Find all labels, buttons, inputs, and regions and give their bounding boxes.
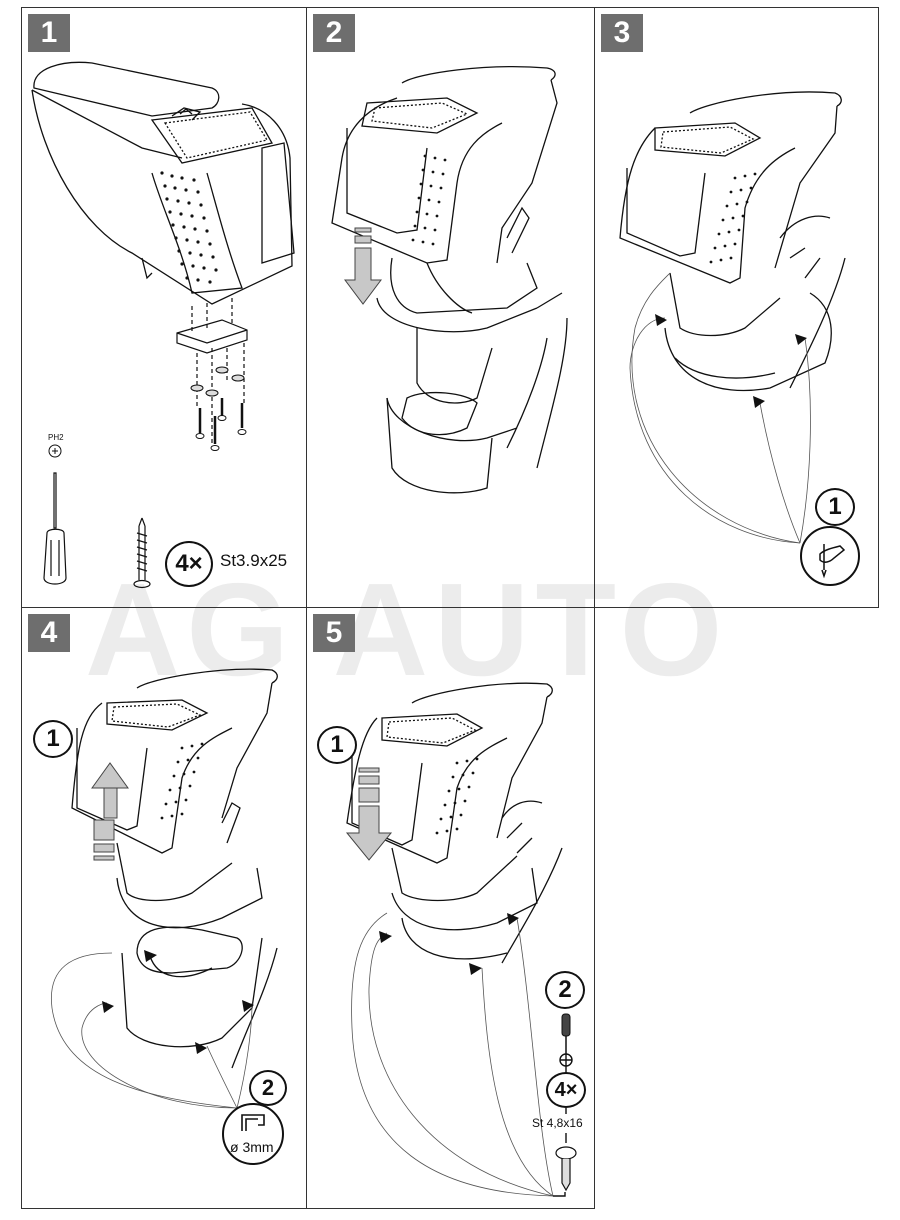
screw-spec-label: St3.9x25 bbox=[220, 551, 288, 570]
step-1-badge: 1 bbox=[28, 14, 70, 52]
screwdriver-icon bbox=[43, 472, 67, 585]
step-4-badge: 4 bbox=[28, 614, 70, 652]
drill-size-label: ø 3mm bbox=[230, 1139, 274, 1155]
step-4-panel: 4 bbox=[21, 607, 307, 1209]
armrest-install-icon bbox=[331, 66, 568, 494]
down-arrow-icon bbox=[345, 767, 393, 861]
step-4-callout-1: 1 bbox=[33, 720, 73, 758]
perforation-dots bbox=[160, 171, 218, 284]
drill-size-icon: ø 3mm bbox=[222, 1103, 284, 1165]
step-3-badge: 3 bbox=[601, 14, 643, 52]
screw-icons bbox=[198, 398, 244, 444]
step-5-callout-1: 1 bbox=[317, 726, 357, 764]
screw-count-badge: 4× bbox=[165, 541, 213, 587]
drill-arrow-icons bbox=[102, 950, 254, 1054]
screw-guide-lines bbox=[351, 912, 554, 1197]
phillips-head-icon bbox=[48, 444, 62, 458]
drill-guide-lines bbox=[50, 952, 253, 1109]
mounting-bracket-icon bbox=[176, 298, 248, 448]
washer-icons bbox=[190, 366, 245, 397]
armrest-exploded-icon bbox=[31, 61, 295, 589]
down-arrow-icon bbox=[344, 227, 382, 305]
armrest-screwing-icon bbox=[345, 682, 577, 1197]
step-4-callout-2: 2 bbox=[249, 1070, 287, 1106]
armrest-marking-icon bbox=[619, 91, 846, 544]
step-5-panel: 5 bbox=[306, 607, 595, 1209]
step-3-panel: 3 bbox=[594, 7, 879, 608]
armrest-drilling-icon bbox=[50, 668, 278, 1109]
screwdriver-small-icon bbox=[561, 1013, 571, 1054]
screw-spec-label-5: St 4,8x16 bbox=[532, 1116, 583, 1130]
step-5-badge: 5 bbox=[313, 614, 355, 652]
step-3-callout-1: 1 bbox=[815, 488, 855, 526]
step-1-panel: 1 bbox=[21, 7, 307, 608]
step-2-panel: 2 bbox=[306, 7, 595, 608]
pan-head-screw-icon bbox=[555, 1146, 577, 1192]
step-2-badge: 2 bbox=[313, 14, 355, 52]
mark-guide-lines bbox=[629, 272, 811, 544]
mark-arrow-icons bbox=[655, 314, 807, 408]
hand-marking-pen-icon bbox=[800, 526, 860, 586]
wood-screw-icon bbox=[133, 517, 151, 589]
up-arrow-icon bbox=[91, 762, 129, 861]
step-5-callout-2: 2 bbox=[545, 971, 585, 1009]
screw-count-badge-5: 4× bbox=[546, 1072, 586, 1108]
tool-size-label: PH2 bbox=[48, 433, 64, 442]
screw-arrow-icons bbox=[379, 913, 519, 975]
